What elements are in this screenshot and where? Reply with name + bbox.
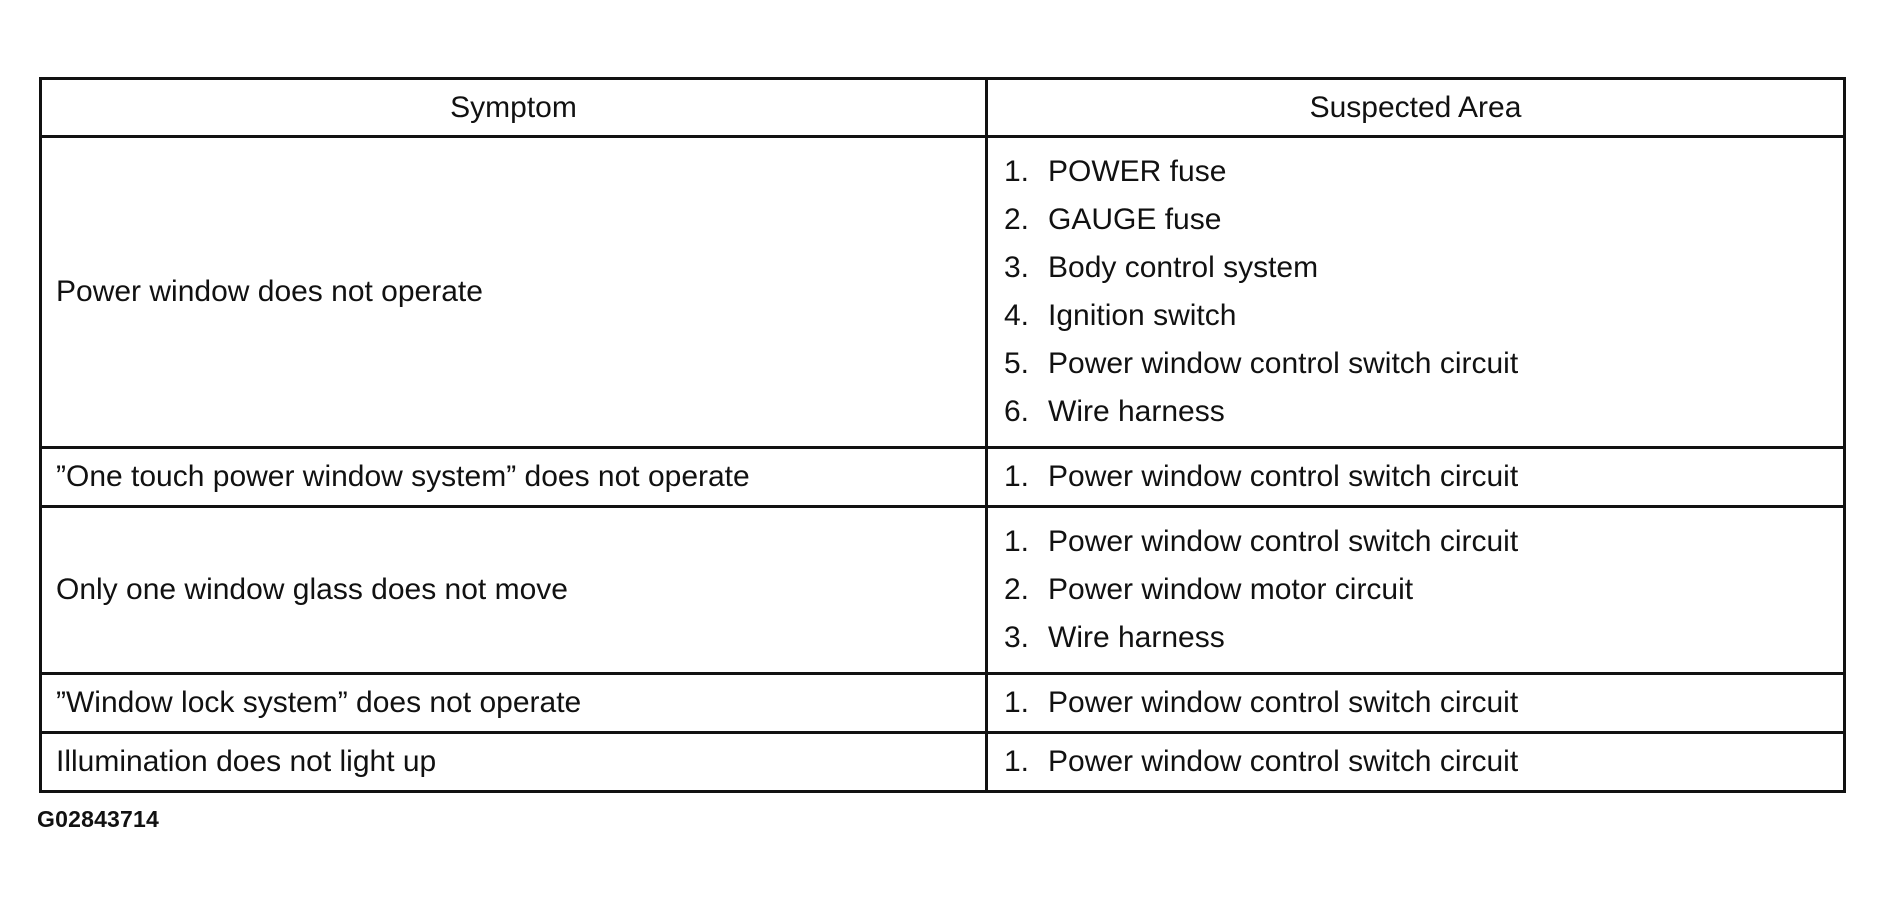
item-number: 1. <box>1004 460 1030 493</box>
suspected-area-list: 1. Power window control switch circuit 2.… <box>1004 518 1831 662</box>
suspected-area-cell: 1. Power window control switch circuit <box>985 672 1846 734</box>
suspected-area-list: 1. Power window control switch circuit <box>1004 738 1831 786</box>
item-number: 1. <box>1004 745 1030 778</box>
figure-id: G02843714 <box>37 806 160 832</box>
item-text: Wire harness <box>1048 395 1225 428</box>
table-row: Only one window glass does not move 1. Po… <box>39 505 1846 675</box>
header-suspected-area: Suspected Area <box>985 77 1846 138</box>
list-item: 1. Power window control switch circuit <box>1004 679 1831 727</box>
item-number: 1. <box>1004 525 1030 558</box>
item-text: Power window control switch circuit <box>1048 525 1519 558</box>
list-item: 1. Power window control switch circuit <box>1004 518 1831 566</box>
list-item: 1. Power window control switch circuit <box>1004 453 1831 501</box>
table-row: ”One touch power window system” does not… <box>39 446 1846 508</box>
symptom-table-container: Symptom Suspected Area Power window does… <box>39 77 1846 793</box>
item-text: Body control system <box>1048 251 1319 284</box>
item-number: 3. <box>1004 251 1030 284</box>
table-row: Power window does not operate 1. POWER fu… <box>39 135 1846 449</box>
list-item: 1. Power window control switch circuit <box>1004 738 1831 786</box>
suspected-area-list: 1. Power window control switch circuit <box>1004 679 1831 727</box>
item-number: 2. <box>1004 573 1030 606</box>
suspected-area-cell: 1. Power window control switch circuit 2.… <box>985 505 1846 675</box>
list-item: 2. GAUGE fuse <box>1004 196 1831 244</box>
item-text: Power window control switch circuit <box>1048 460 1519 493</box>
item-text: Power window control switch circuit <box>1048 347 1519 380</box>
item-number: 2. <box>1004 203 1030 236</box>
list-item: 4. Ignition switch <box>1004 292 1831 340</box>
list-item: 3. Body control system <box>1004 244 1831 292</box>
item-text: Ignition switch <box>1048 299 1237 332</box>
list-item: 3. Wire harness <box>1004 614 1831 662</box>
symptom-cell: Only one window glass does not move <box>39 505 988 675</box>
suspected-area-cell: 1. Power window control switch circuit <box>985 731 1846 793</box>
table-header-row: Symptom Suspected Area <box>39 77 1846 138</box>
suspected-area-cell: 1. POWER fuse 2. GAUGE fuse 3. Body control… <box>985 135 1846 449</box>
list-item: 5. Power window control switch circuit <box>1004 340 1831 388</box>
list-item: 6. Wire harness <box>1004 388 1831 436</box>
suspected-area-list: 1. POWER fuse 2. GAUGE fuse 3. Body control… <box>1004 148 1831 436</box>
table-row: ”Window lock system” does not operate 1.… <box>39 672 1846 734</box>
item-text: Power window motor circuit <box>1048 573 1414 606</box>
symptom-cell: ”One touch power window system” does not… <box>39 446 988 508</box>
symptom-cell: Power window does not operate <box>39 135 988 449</box>
header-symptom: Symptom <box>39 77 988 138</box>
suspected-area-cell: 1. Power window control switch circuit <box>985 446 1846 508</box>
item-text: Power window control switch circuit <box>1048 686 1519 719</box>
item-text: Wire harness <box>1048 621 1225 654</box>
item-text: POWER fuse <box>1048 155 1227 188</box>
item-number: 4. <box>1004 299 1030 332</box>
item-text: Power window control switch circuit <box>1048 745 1519 778</box>
list-item: 1. POWER fuse <box>1004 148 1831 196</box>
item-text: GAUGE fuse <box>1048 203 1222 236</box>
suspected-area-list: 1. Power window control switch circuit <box>1004 453 1831 501</box>
item-number: 6. <box>1004 395 1030 428</box>
item-number: 5. <box>1004 347 1030 380</box>
symptom-cell: ”Window lock system” does not operate <box>39 672 988 734</box>
table-row: Illumination does not light up 1. Power w… <box>39 731 1846 793</box>
list-item: 2. Power window motor circuit <box>1004 566 1831 614</box>
symptom-cell: Illumination does not light up <box>39 731 988 793</box>
item-number: 3. <box>1004 621 1030 654</box>
item-number: 1. <box>1004 686 1030 719</box>
symptom-table: Symptom Suspected Area Power window does… <box>39 77 1846 793</box>
item-number: 1. <box>1004 155 1030 188</box>
